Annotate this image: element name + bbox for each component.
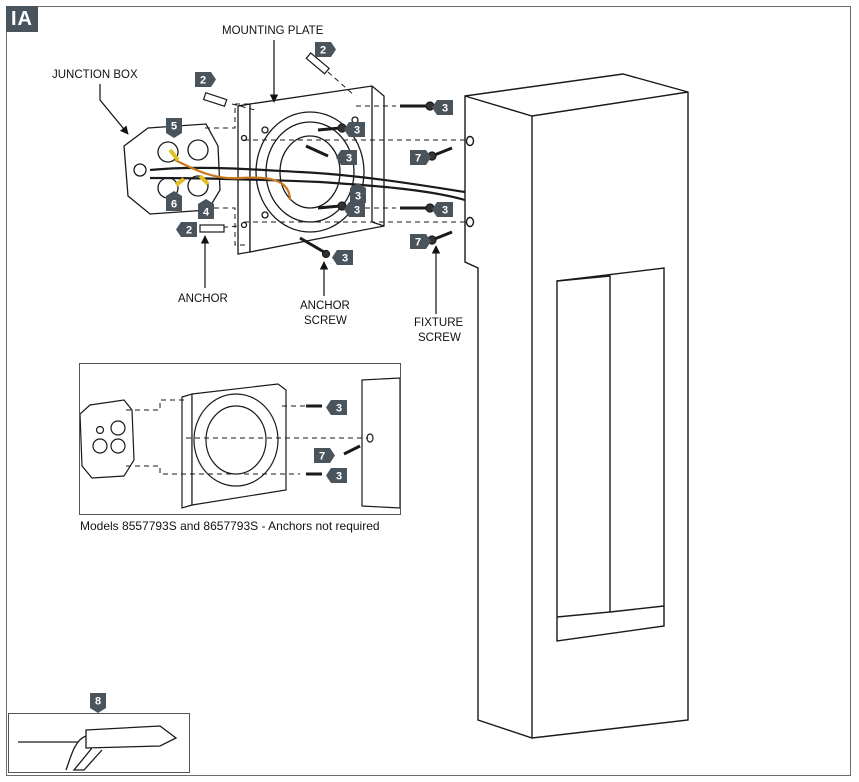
wires — [149, 148, 466, 202]
badge-number: 2 — [186, 225, 192, 237]
label-anchor: ANCHOR — [178, 293, 228, 305]
badge-number: 3 — [354, 205, 360, 217]
fixture-body — [464, 73, 689, 739]
badge-number: 7 — [319, 451, 325, 463]
badge-4: 4 — [198, 199, 214, 219]
badge-2: 2 — [195, 72, 216, 87]
anchor-top-right — [305, 52, 330, 75]
badge-number: 5 — [171, 121, 177, 133]
badge-number: 3 — [355, 191, 361, 203]
badge-number: 4 — [203, 207, 210, 219]
inset-screws — [306, 404, 361, 476]
badge-number: 2 — [320, 45, 326, 57]
label-anchor-screw-1: ANCHOR — [300, 300, 350, 312]
badge-number: 3 — [346, 153, 352, 165]
screw-bottom-right — [400, 203, 435, 213]
badge-number: 8 — [95, 696, 101, 708]
badge-8: 8 — [90, 693, 106, 713]
badge-3: 3 — [344, 202, 365, 217]
badge-6: 6 — [166, 191, 182, 211]
badge-3: 3 — [432, 100, 453, 115]
tool-panel — [8, 713, 190, 773]
inset-drawing — [79, 377, 401, 509]
label-anchor-screw-2: SCREW — [304, 315, 347, 327]
badge-number: 3 — [442, 103, 448, 115]
badge-3: 3 — [350, 183, 366, 203]
badge-5: 5 — [166, 118, 182, 138]
badge-7: 7 — [410, 234, 431, 249]
badge-7: 7 — [314, 448, 335, 463]
badge-number: 3 — [442, 205, 448, 217]
label-fixture-screw-2: SCREW — [418, 332, 461, 344]
badge-3: 3 — [344, 122, 365, 137]
badge-7: 7 — [410, 150, 431, 165]
badge-number: 3 — [342, 253, 348, 265]
badge-number: 2 — [200, 75, 206, 87]
badge-3: 3 — [332, 250, 353, 265]
badge-number: 7 — [415, 153, 421, 165]
screw-anchor — [299, 236, 331, 259]
badge-number: 3 — [336, 471, 342, 483]
screw-plate-2 — [317, 201, 347, 211]
inset-panel — [79, 363, 401, 515]
badge-3: 3 — [336, 150, 357, 165]
diagram-frame — [6, 6, 851, 776]
badge-2: 2 — [315, 42, 336, 57]
screw-top-right — [400, 101, 435, 111]
label-mounting-plate: MOUNTING PLATE — [222, 25, 324, 37]
badge-number: 3 — [336, 403, 342, 415]
anchor-bottom-left — [199, 224, 225, 233]
fixture-screw-bottom — [427, 230, 453, 245]
alignment-lines — [205, 71, 468, 246]
anchor-top-left — [202, 92, 228, 108]
inset-caption: Models 8557793S and 8657793S - Anchors n… — [80, 519, 380, 533]
badge-3: 3 — [326, 400, 347, 415]
label-fixture-screw-1: FIXTURE — [414, 317, 464, 329]
caulk-gun — [18, 725, 178, 771]
label-junction-box: JUNCTION BOX — [52, 69, 138, 81]
screw-plate-3 — [305, 144, 329, 158]
badge-number: 6 — [171, 199, 177, 211]
screws-main — [199, 52, 453, 259]
badge-2: 2 — [176, 222, 197, 237]
badge-3: 3 — [432, 202, 453, 217]
label-arrows — [99, 40, 441, 314]
badge-number: 3 — [354, 125, 360, 137]
step-tag: IA — [6, 6, 38, 32]
badge-number: 7 — [415, 237, 421, 249]
badge-3: 3 — [326, 468, 347, 483]
